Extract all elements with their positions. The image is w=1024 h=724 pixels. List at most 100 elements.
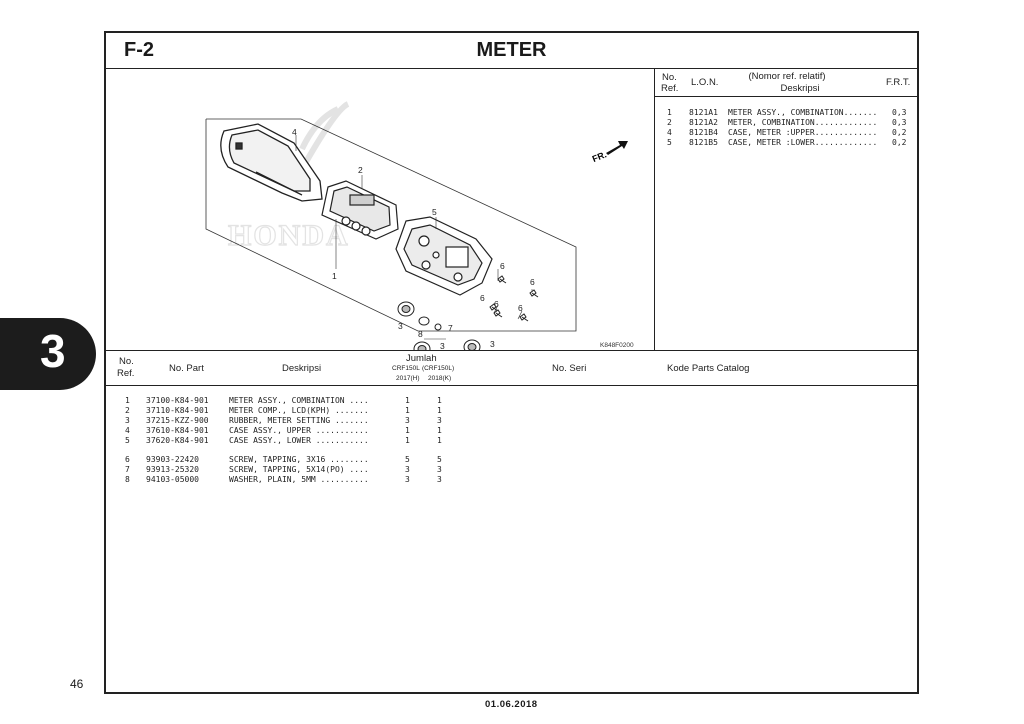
parts-cell-qty-2018: 1 bbox=[437, 436, 442, 445]
parts-cell-desc: METER COMP., LCD(KPH) ....... bbox=[229, 406, 369, 415]
ref-header-divider bbox=[655, 96, 917, 97]
callout-8a: 8 bbox=[418, 329, 423, 339]
parts-cell-qty-2017: 1 bbox=[405, 406, 410, 415]
callout-1: 1 bbox=[332, 271, 337, 281]
callout-4: 4 bbox=[292, 127, 297, 137]
parts-cell-no: 4 bbox=[125, 426, 130, 435]
callout-5: 5 bbox=[432, 207, 437, 217]
parts-cell-desc: SCREW, TAPPING, 5X14(PO) .... bbox=[229, 465, 369, 474]
parts-header-part: No. Part bbox=[169, 363, 204, 374]
ref-header-lon: L.O.N. bbox=[691, 77, 719, 88]
callout-2: 2 bbox=[358, 165, 363, 175]
ref-cell-frt: 0,3 bbox=[892, 108, 907, 117]
parts-header-ref: Ref. bbox=[117, 368, 135, 379]
footer-date: 01.06.2018 bbox=[485, 699, 538, 710]
parts-cell-qty-2018: 3 bbox=[437, 465, 442, 474]
title-divider bbox=[106, 68, 917, 69]
parts-header-jumlah: Jumlah bbox=[406, 353, 437, 364]
parts-cell-no: 1 bbox=[125, 396, 130, 405]
parts-cell-part: 37100-K84-901 bbox=[146, 396, 209, 405]
parts-cell-qty-2017: 1 bbox=[405, 436, 410, 445]
page-title: METER bbox=[476, 39, 547, 61]
parts-header-seri: No. Seri bbox=[552, 363, 587, 374]
ref-cell-lon: 8121A1 bbox=[689, 108, 718, 117]
parts-cell-no: 2 bbox=[125, 406, 130, 415]
parts-cell-qty-2017: 5 bbox=[405, 455, 410, 464]
parts-cell-desc: RUBBER, METER SETTING ....... bbox=[229, 416, 369, 425]
parts-cell-desc: SCREW, TAPPING, 3X16 ........ bbox=[229, 455, 369, 464]
ref-cell-desc: CASE, METER :LOWER............. bbox=[728, 138, 878, 147]
parts-header-catalog: Kode Parts Catalog bbox=[667, 363, 750, 374]
parts-header-model2: (CRF150L) bbox=[422, 365, 455, 372]
parts-cell-part: 93903-22420 bbox=[146, 455, 199, 464]
ref-cell-desc: CASE, METER :UPPER............. bbox=[728, 128, 878, 137]
parts-cell-no: 8 bbox=[125, 475, 130, 484]
parts-header-year1: 2017(H) bbox=[396, 375, 420, 382]
parts-cell-part: 37215-KZZ-900 bbox=[146, 416, 209, 425]
callout-7a: 7 bbox=[448, 323, 453, 333]
parts-page-frame: F-2 METER HONDA bbox=[104, 31, 919, 694]
chapter-tab: 3 bbox=[0, 318, 96, 390]
parts-cell-qty-2018: 1 bbox=[437, 406, 442, 415]
parts-cell-qty-2017: 1 bbox=[405, 426, 410, 435]
ref-cell-lon: 8121A2 bbox=[689, 118, 718, 127]
parts-header-bottom bbox=[106, 385, 917, 386]
parts-cell-part: 37610-K84-901 bbox=[146, 426, 209, 435]
parts-header-year2: 2018(K) bbox=[428, 375, 452, 382]
ref-cell-lon: 8121B4 bbox=[689, 128, 718, 137]
ref-cell-desc: METER ASSY., COMBINATION....... bbox=[728, 108, 878, 117]
exploded-diagram: HONDA bbox=[205, 101, 634, 351]
callout-6b: 6 bbox=[530, 277, 535, 287]
parts-cell-desc: WASHER, PLAIN, 5MM .......... bbox=[229, 475, 369, 484]
honda-watermark bbox=[299, 101, 350, 171]
page-number: 46 bbox=[70, 677, 84, 691]
ref-header-ref: Ref. bbox=[661, 83, 679, 94]
parts-cell-qty-2017: 3 bbox=[405, 416, 410, 425]
ref-cell-no: 5 bbox=[667, 138, 672, 147]
ref-header-deskripsi: Deskripsi bbox=[780, 83, 820, 94]
parts-cell-qty-2017: 3 bbox=[405, 465, 410, 474]
callout-6a: 6 bbox=[500, 261, 505, 271]
diagram-divider bbox=[654, 68, 655, 350]
direction-label: FR. bbox=[591, 149, 608, 164]
ref-header-no: No. bbox=[662, 72, 677, 83]
assembly-outline bbox=[205, 118, 577, 332]
parts-header-model1: CRF150L bbox=[392, 365, 420, 372]
parts-cell-part: 37110-K84-901 bbox=[146, 406, 209, 415]
rubber-washer-screw-sets bbox=[397, 301, 481, 351]
ref-header-frt: F.R.T. bbox=[886, 77, 911, 88]
parts-cell-qty-2017: 1 bbox=[405, 396, 410, 405]
ref-cell-frt: 0,3 bbox=[892, 118, 907, 127]
ref-cell-no: 4 bbox=[667, 128, 672, 137]
ref-header-nomor: (Nomor ref. relatif) bbox=[748, 71, 826, 82]
parts-cell-qty-2018: 3 bbox=[437, 416, 442, 425]
callout-3a: 3 bbox=[398, 321, 403, 331]
ref-cell-no: 2 bbox=[667, 118, 672, 127]
parts-cell-qty-2018: 3 bbox=[437, 475, 442, 484]
screws-part-6 bbox=[489, 275, 539, 322]
parts-header-deskripsi: Deskripsi bbox=[282, 363, 322, 374]
parts-header-top bbox=[106, 350, 917, 351]
callout-3c: 3 bbox=[490, 339, 495, 349]
chapter-number: 3 bbox=[40, 325, 66, 377]
parts-cell-qty-2018: 1 bbox=[437, 396, 442, 405]
parts-cell-no: 7 bbox=[125, 465, 130, 474]
callout-6c: 6 bbox=[480, 293, 485, 303]
parts-cell-part: 94103-05000 bbox=[146, 475, 199, 484]
meter-combination-part bbox=[321, 180, 399, 240]
callout-6e: 6 bbox=[518, 303, 523, 313]
parts-cell-no: 3 bbox=[125, 416, 130, 425]
parts-header-no: No. bbox=[119, 356, 134, 367]
parts-cell-part: 93913-25320 bbox=[146, 465, 199, 474]
parts-cell-qty-2018: 5 bbox=[437, 455, 442, 464]
parts-cell-part: 37620-K84-901 bbox=[146, 436, 209, 445]
callout-6d: 6 bbox=[494, 299, 499, 309]
parts-cell-desc: METER ASSY., COMBINATION .... bbox=[229, 396, 369, 405]
callout-3b: 3 bbox=[440, 341, 445, 351]
lower-case-part bbox=[395, 216, 493, 296]
parts-cell-no: 5 bbox=[125, 436, 130, 445]
parts-cell-qty-2018: 1 bbox=[437, 426, 442, 435]
diagram-code: K848F0200 bbox=[600, 342, 634, 349]
parts-cell-no: 6 bbox=[125, 455, 130, 464]
front-direction-arrow: FR. bbox=[591, 141, 628, 164]
